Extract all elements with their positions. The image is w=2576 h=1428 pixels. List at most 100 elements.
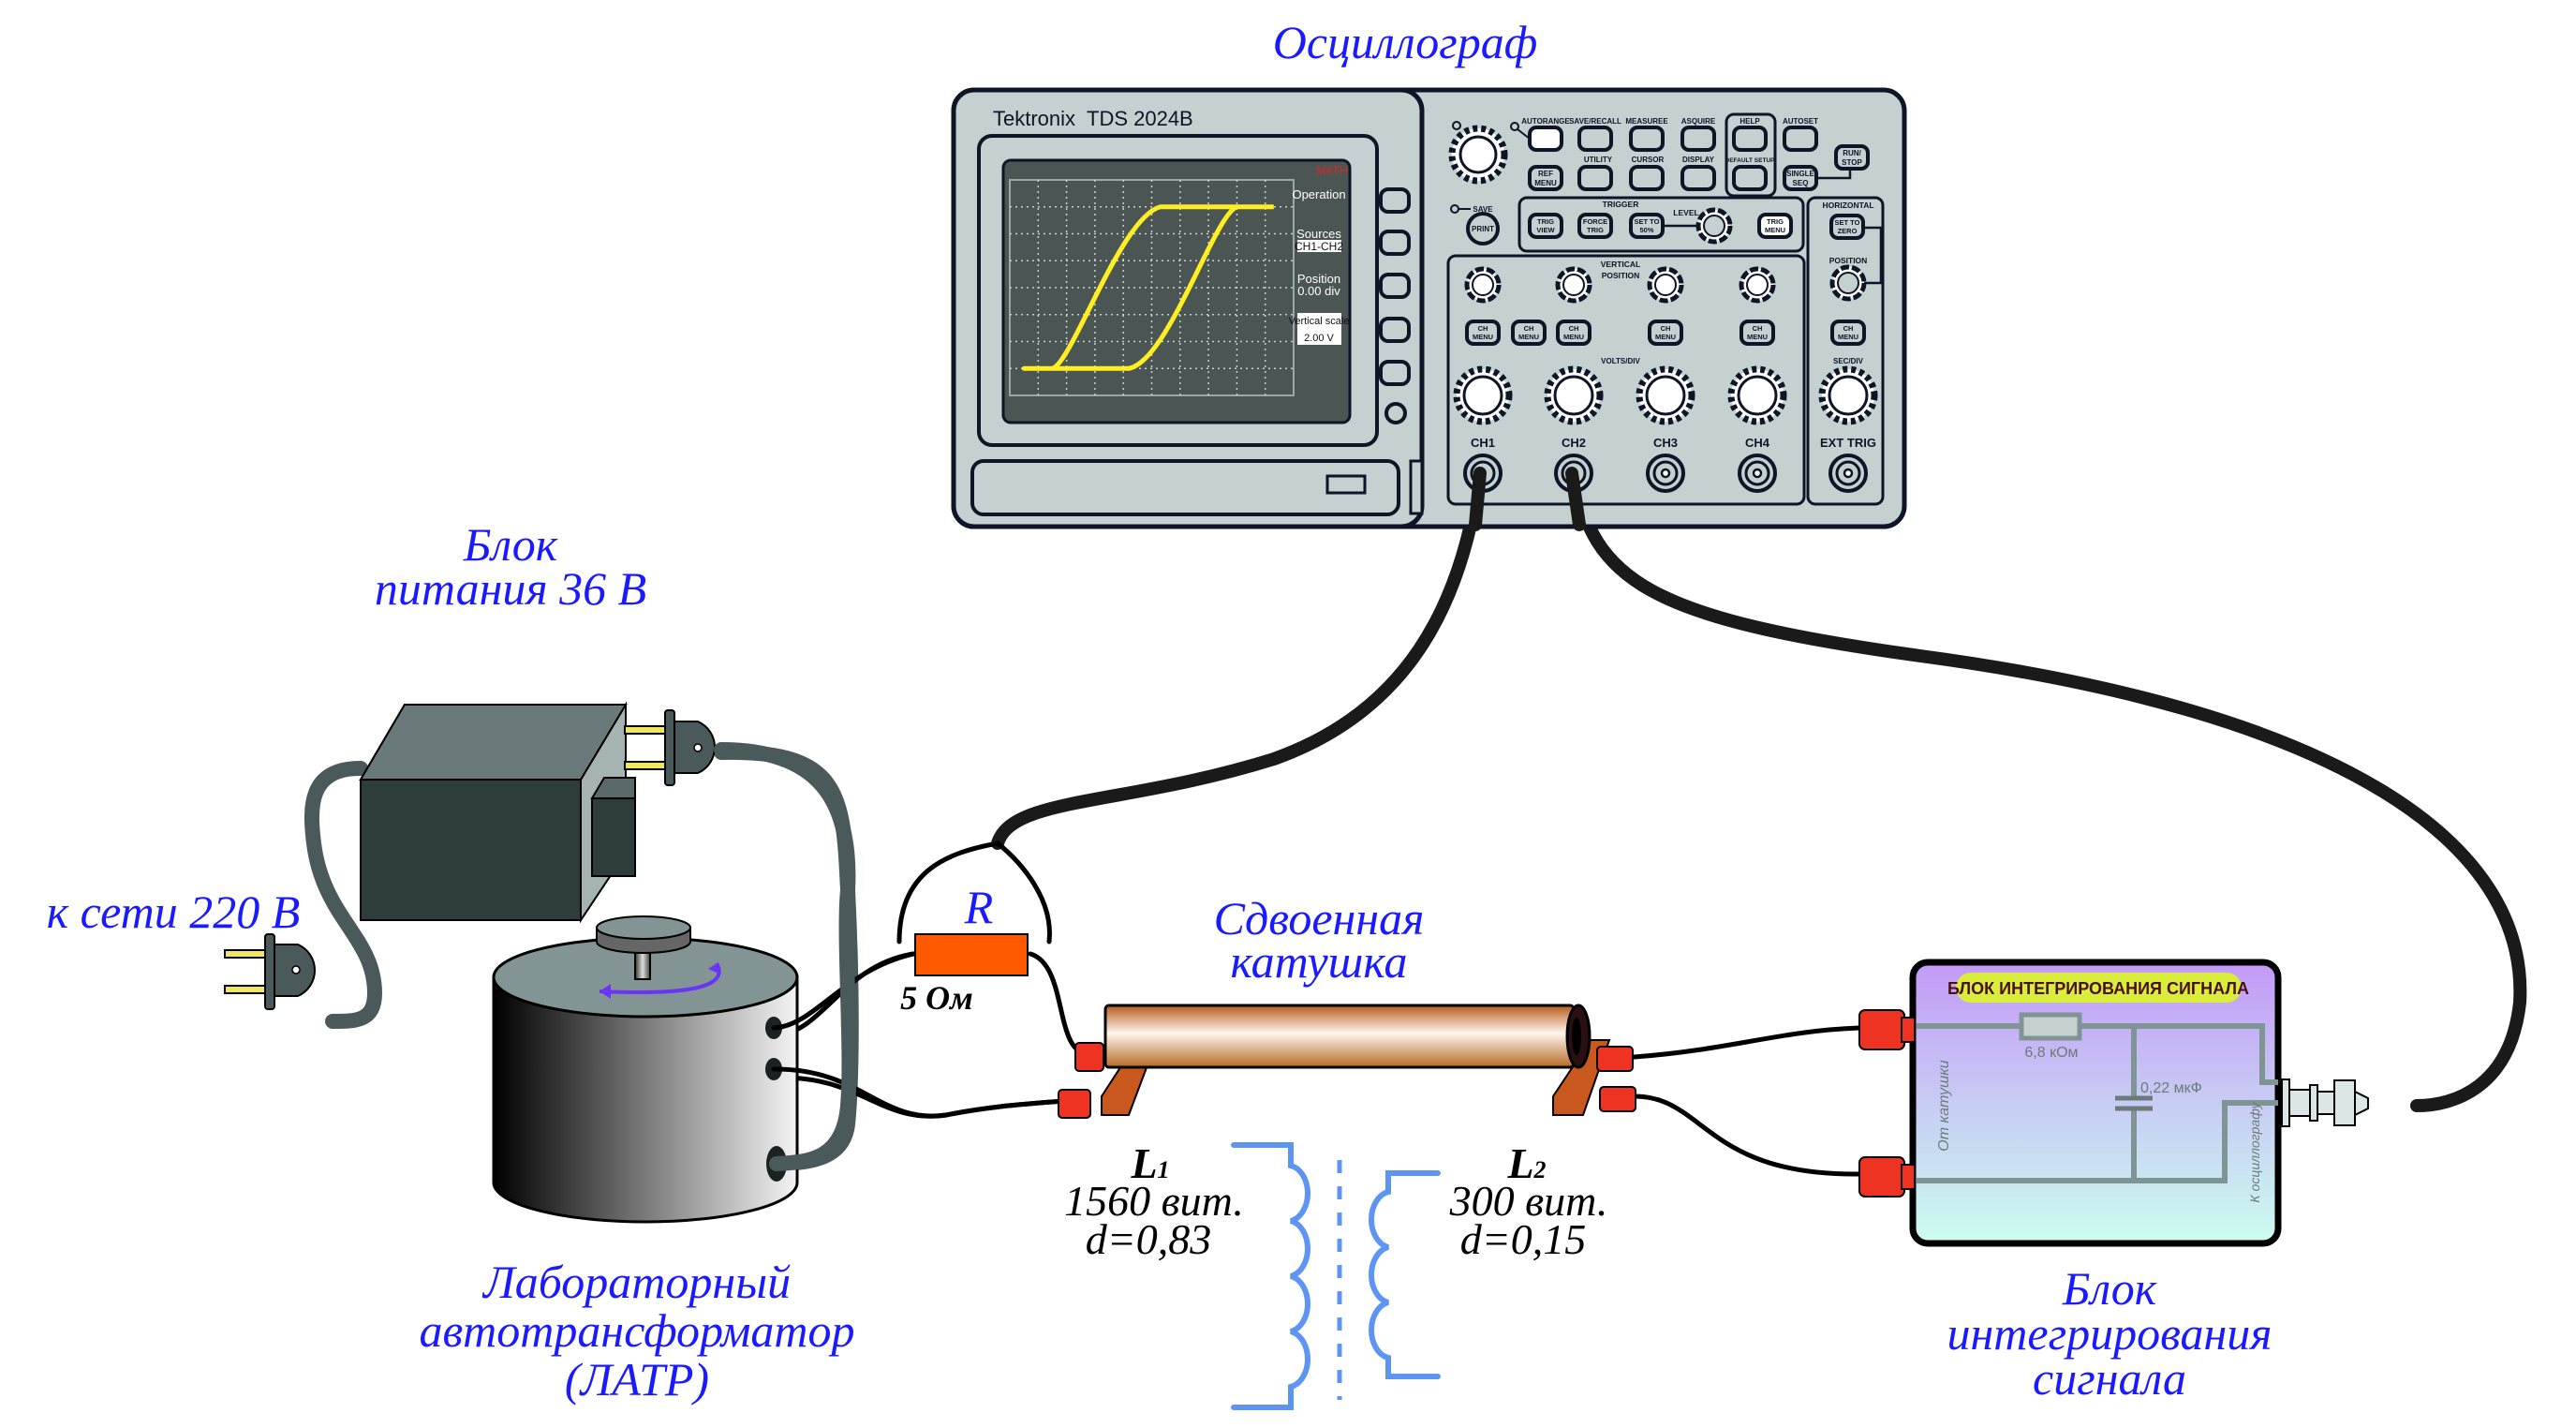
side-menu-button-2[interactable] — [1379, 230, 1411, 256]
ch-menu-button-2[interactable] — [1511, 320, 1547, 346]
autorange-label: AUTORANGE — [1521, 117, 1570, 126]
integrator-input-connector-1[interactable] — [1858, 1009, 1905, 1050]
integrator-input-label: От катушки — [1936, 1060, 1952, 1151]
vertical-section — [1446, 254, 1806, 506]
horizontal-menu-label-2: MENU — [1838, 333, 1858, 341]
integrator-title: БЛОК ИНТЕГРИРОВАНИЯ СИГНАЛА — [1947, 979, 2249, 998]
l1-diameter: d=0,83 — [1086, 1215, 1212, 1263]
latr-label-line2: автотрансформатор — [419, 1304, 854, 1357]
knob-cap — [1737, 375, 1778, 416]
probe-lead-left — [896, 840, 1000, 945]
integrator-resistor-label: 6,8 кОм — [2024, 1045, 2078, 1061]
side-menu-button-5[interactable] — [1379, 360, 1411, 386]
run-label-2: STOP — [1842, 158, 1862, 167]
resistor-to-coil-wire — [1028, 951, 1089, 1057]
circuit-top-wire — [1917, 1023, 2278, 1085]
ch-menu-label-1: CH — [1524, 324, 1534, 333]
resistor-value-label: 5 Ом — [900, 979, 973, 1017]
menu-off-button[interactable] — [1384, 402, 1407, 424]
channel-label-ch4: CH4 — [1745, 436, 1770, 450]
menu-vertical-scale-value: 2.00 V — [1304, 333, 1334, 344]
l1-terminal-top[interactable] — [1074, 1042, 1104, 1072]
measure-button[interactable] — [1629, 126, 1665, 152]
hysteresis-trace — [1021, 204, 1274, 371]
l2-diameter: d=0,15 — [1460, 1215, 1587, 1263]
autorange-button[interactable] — [1528, 126, 1563, 152]
mains-cable — [303, 761, 383, 1029]
horizontal-menu-button[interactable] — [1830, 320, 1866, 346]
resistor-symbol-label: R — [964, 881, 994, 933]
autoset-button[interactable] — [1783, 126, 1818, 152]
side-menu-button-1[interactable] — [1379, 187, 1411, 214]
vertical-title-2: POSITION — [1602, 271, 1640, 280]
print-label: PRINT — [1472, 225, 1494, 233]
knob-cap — [1654, 274, 1677, 296]
acquire-button[interactable] — [1680, 126, 1716, 152]
trig-menu-button[interactable] — [1757, 213, 1793, 239]
channel-label-ch3: CH3 — [1653, 436, 1678, 450]
set50-label-2: 50% — [1639, 226, 1653, 234]
ch-menu-button-5[interactable] — [1740, 320, 1775, 346]
display-button[interactable] — [1680, 165, 1716, 191]
menu-sources-value: CH1-CH2 — [1295, 240, 1343, 253]
default-setup-button[interactable] — [1732, 165, 1768, 191]
single-label-1: SINGLE — [1786, 170, 1814, 178]
ch-menu-button-4[interactable] — [1648, 320, 1683, 346]
ch-menu-button-1[interactable] — [1465, 320, 1501, 346]
side-menu-button-4[interactable] — [1379, 317, 1411, 343]
measure-label: MEASUREE — [1625, 117, 1668, 126]
ch-menu-label-2: MENU — [1563, 333, 1584, 341]
utility-button[interactable] — [1577, 165, 1613, 191]
bnc-pin — [1660, 468, 1671, 479]
latr-wire-top — [771, 951, 916, 1031]
ch-menu-label-2: MENU — [1518, 333, 1539, 341]
save-recall-label: SAVE/RECALL — [1569, 117, 1621, 126]
ch-menu-label-2: MENU — [1473, 333, 1493, 341]
mains-plug[interactable] — [224, 933, 317, 1010]
ch-menu-label-1: CH — [1478, 324, 1488, 333]
l2-terminal-bottom[interactable] — [1599, 1086, 1636, 1112]
oscilloscope-label: Осциллограф — [1273, 16, 1538, 68]
transformer-symbol — [1231, 1142, 1441, 1410]
integrator-box: БЛОК ИНТЕГРИРОВАНИЯ СИГНАЛА 6,8 кОм 0,22… — [1858, 959, 2369, 1247]
ref-menu-button[interactable] — [1528, 165, 1563, 191]
side-menu-button-3[interactable] — [1379, 273, 1411, 299]
run-label-1: RUN/ — [1843, 149, 1861, 157]
force-trig-button[interactable] — [1577, 213, 1613, 239]
force-label-1: FORCE — [1583, 217, 1607, 226]
trigger-section — [1517, 196, 1805, 253]
set-zero-label-1: SET TO — [1835, 218, 1860, 227]
l1-terminal-bottom[interactable] — [1058, 1089, 1091, 1119]
menu-operation: Operation — [1292, 187, 1345, 201]
cursor-button[interactable] — [1629, 165, 1665, 191]
channel-label-ch2: CH2 — [1562, 436, 1586, 450]
l2-turns: 300 вит. — [1449, 1177, 1608, 1225]
horizontal-section — [1806, 196, 1885, 506]
model-label: TDS 2024B — [1087, 107, 1193, 130]
integrator-input-connector-2[interactable] — [1858, 1156, 1905, 1197]
horizontal-position-label: POSITION — [1829, 256, 1868, 265]
vertical-title-1: VERTICAL — [1601, 260, 1641, 269]
bnc-output-connector[interactable] — [2281, 1078, 2369, 1127]
latr-autotransformer — [492, 915, 799, 1224]
menu-vertical-scale: Vertical scale — [1289, 316, 1350, 327]
integrator-label-line1: Блок — [2062, 1262, 2157, 1315]
utility-label: UTILITY — [1584, 156, 1613, 164]
autoset-label: AUTOSET — [1783, 117, 1818, 126]
knob-cap — [1462, 375, 1503, 416]
run-stop-button[interactable] — [1834, 144, 1870, 171]
integrator-capacitor-label: 0,22 мкФ — [2140, 1080, 2202, 1096]
trig-view-button[interactable] — [1528, 213, 1563, 239]
save-recall-button[interactable] — [1577, 126, 1613, 152]
help-button[interactable] — [1732, 126, 1768, 152]
force-label-2: TRIG — [1587, 226, 1604, 234]
ch-menu-button-3[interactable] — [1556, 320, 1591, 346]
coil-to-integrator-wire-1 — [1632, 1025, 1862, 1060]
print-button[interactable] — [1466, 212, 1500, 245]
l2-terminal-top[interactable] — [1596, 1046, 1634, 1072]
knob-cap — [1562, 274, 1585, 296]
psu-plug[interactable] — [624, 709, 717, 786]
integrator-title-badge — [1956, 973, 2242, 1003]
ch1-probe-cable — [991, 467, 1487, 850]
